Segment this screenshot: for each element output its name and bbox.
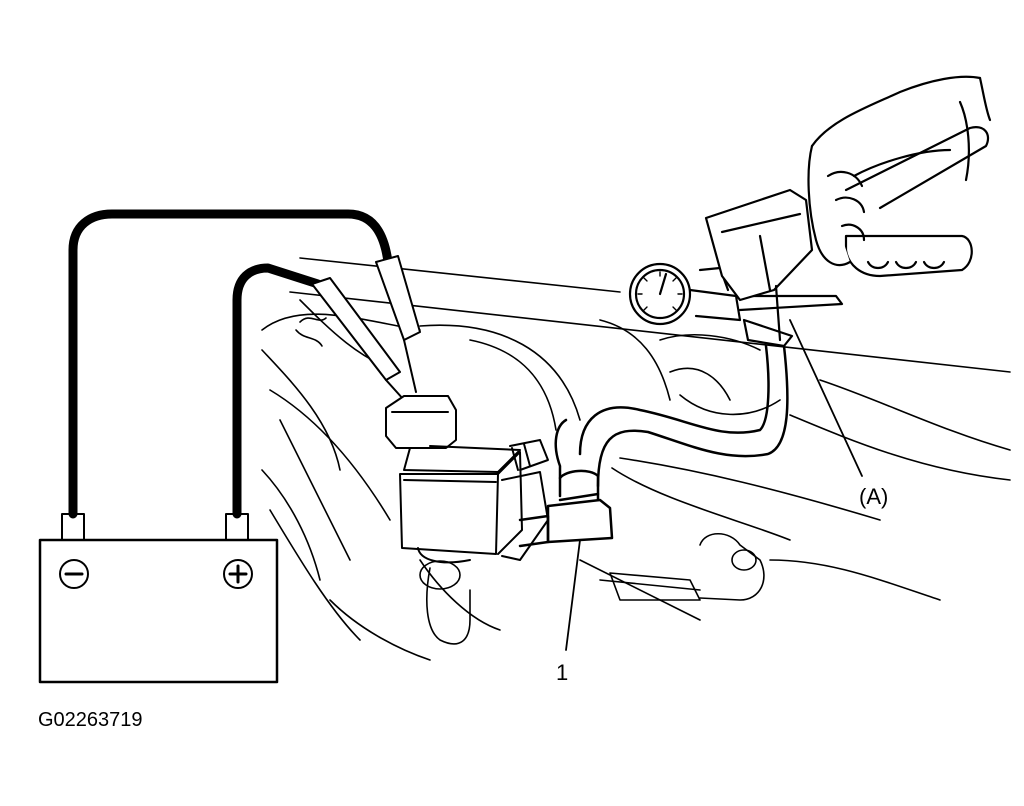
callout-part-a: (A)	[859, 484, 889, 509]
solenoid-valve-icon	[385, 395, 549, 564]
positive-probe	[311, 277, 401, 381]
engine-bay-background	[261, 257, 1011, 661]
leader-1	[565, 539, 581, 651]
positive-lead	[232, 263, 323, 519]
negative-probe	[375, 255, 421, 341]
negative-lead	[68, 209, 393, 519]
callout-part-1: 1	[556, 660, 569, 685]
vacuum-pump-icon	[628, 126, 990, 348]
negative-terminal-symbol	[59, 559, 89, 589]
vacuum-hose	[518, 344, 789, 548]
hand-icon	[807, 75, 992, 267]
jumper-leads	[68, 209, 421, 519]
callout-leaders	[565, 319, 863, 651]
figure-code: G02263719	[38, 709, 143, 731]
leader-a	[789, 319, 863, 477]
positive-terminal-symbol	[223, 559, 253, 589]
battery-icon	[38, 513, 279, 684]
